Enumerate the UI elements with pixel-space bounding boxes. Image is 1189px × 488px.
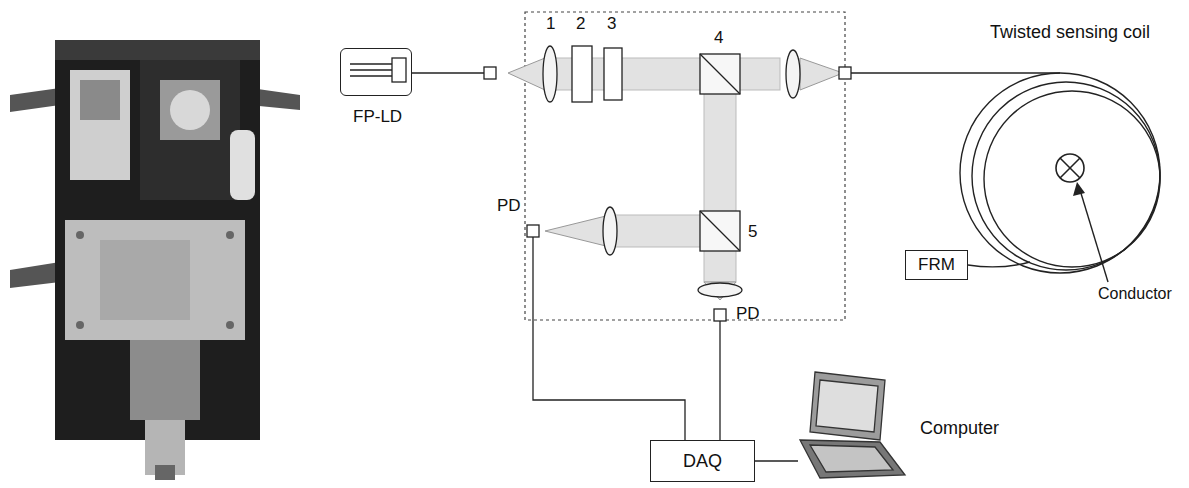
computer-node: Computer	[798, 370, 906, 480]
conductor-symbol	[1056, 154, 1084, 182]
detector-label: PD	[497, 196, 521, 216]
node-text: FRM	[918, 255, 955, 275]
node-text: Computer	[920, 418, 999, 439]
laser-diode-box: FP-LD	[340, 48, 412, 96]
detector-label: PD	[736, 304, 760, 324]
mirror-box: FRM	[905, 250, 968, 280]
signal-cable	[755, 461, 798, 462]
coil-label: Twisted sensing coil	[990, 22, 1150, 43]
conductor-label: Conductor	[1098, 285, 1172, 303]
daq-box: DAQ	[650, 440, 755, 482]
sensing-coil	[960, 73, 1160, 273]
device-photo	[10, 40, 300, 480]
callout-number: 5	[748, 222, 757, 242]
laptop-icon	[800, 372, 905, 478]
node-text: DAQ	[683, 451, 722, 472]
callout-number: 4	[714, 28, 723, 48]
callout-number: 2	[576, 14, 585, 34]
node-text: FP-LD	[353, 107, 402, 127]
callout-number: 1	[546, 14, 555, 34]
laser-icon	[350, 58, 406, 82]
callout-number: 3	[607, 14, 616, 34]
